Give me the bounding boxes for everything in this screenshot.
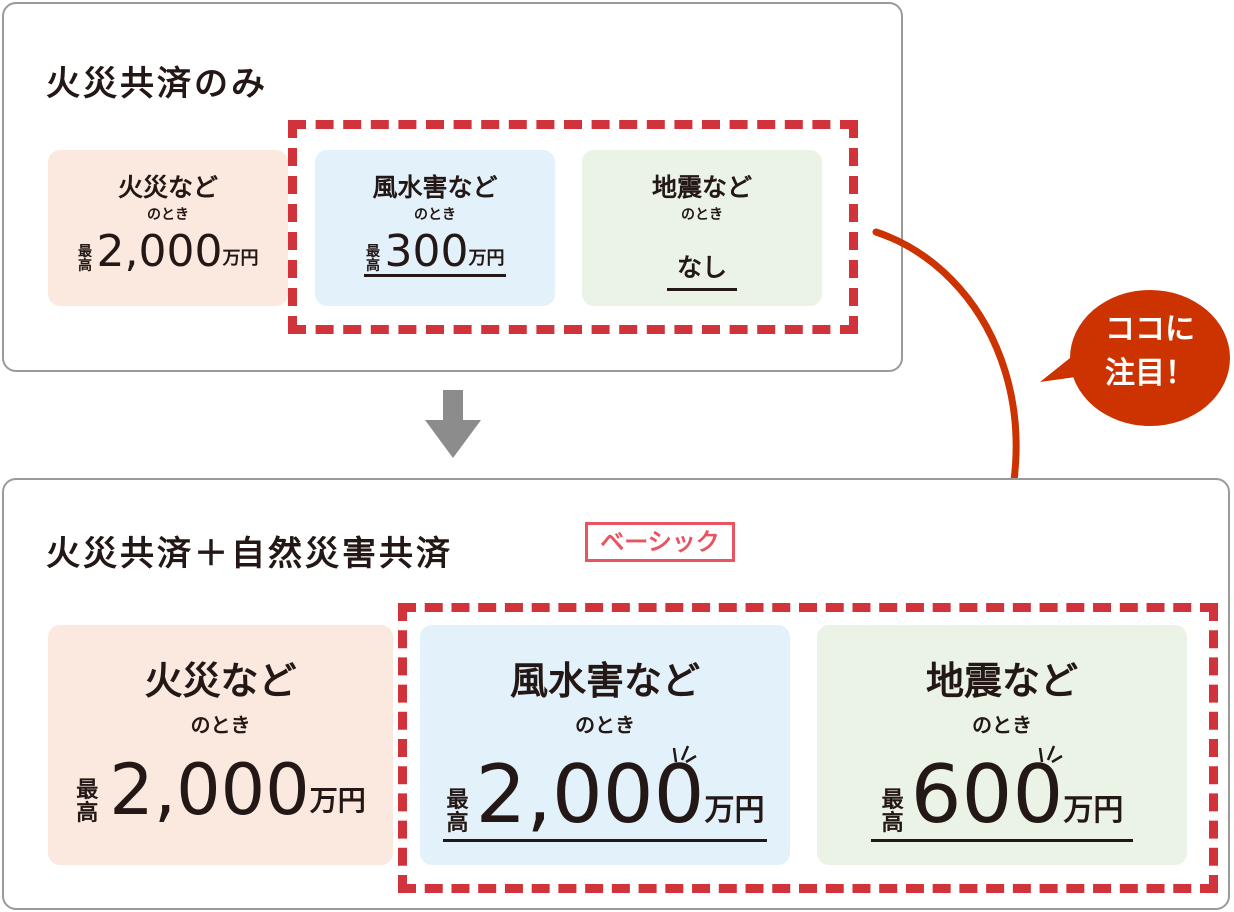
unit: 万円: [468, 248, 505, 269]
amount: 2,000: [475, 748, 705, 841]
card-category: 地震など: [651, 173, 752, 202]
down-arrow-icon: [425, 390, 481, 458]
callout-line2: 注目！: [1105, 356, 1195, 391]
card-category: 地震など: [925, 659, 1078, 703]
highlight-frame-top: [288, 120, 858, 334]
prefix: 最高: [881, 787, 904, 836]
card-category: 火災など: [117, 173, 218, 202]
emphasis-mark-icon: [672, 745, 697, 764]
card-when: のとき: [414, 207, 456, 223]
card-category: 風水害など: [509, 659, 700, 703]
unit: 万円: [1063, 793, 1124, 828]
card-category: 風水害など: [372, 173, 498, 202]
card-when: のとき: [575, 713, 635, 737]
callout-line1: ココに: [1105, 312, 1195, 347]
card-when: のとき: [681, 207, 723, 223]
card-when: のとき: [190, 713, 251, 737]
amount: 300: [384, 226, 469, 277]
unit: 万円: [222, 248, 259, 269]
fire-plus-nature-title: 火災共済＋自然災害共済: [46, 534, 453, 574]
top-card-earthquake: 地震など のとき なし: [582, 150, 822, 306]
unit: 万円: [309, 784, 366, 817]
basic-badge: ベーシック: [585, 522, 735, 562]
amount: 600: [910, 748, 1064, 841]
fire-only-title: 火災共済のみ: [46, 64, 268, 104]
prefix: 最高: [76, 777, 99, 826]
prefix: 最高: [366, 243, 380, 275]
callout-tail: [1040, 350, 1090, 382]
prefix: 最高: [78, 243, 93, 275]
callout-bubble: ココに 注目！: [1070, 290, 1230, 426]
card-category: 火災など: [144, 659, 297, 703]
card-when: のとき: [972, 713, 1032, 737]
amount: 2,000: [96, 226, 223, 277]
highlight-frame-bottom: [398, 603, 1218, 893]
emphasis-mark-icon: [1038, 745, 1063, 764]
unit: 万円: [704, 793, 765, 828]
amount: なし: [666, 248, 737, 291]
card-when: のとき: [147, 207, 189, 223]
amount: 2,000: [109, 749, 310, 831]
prefix: 最高: [446, 787, 469, 836]
